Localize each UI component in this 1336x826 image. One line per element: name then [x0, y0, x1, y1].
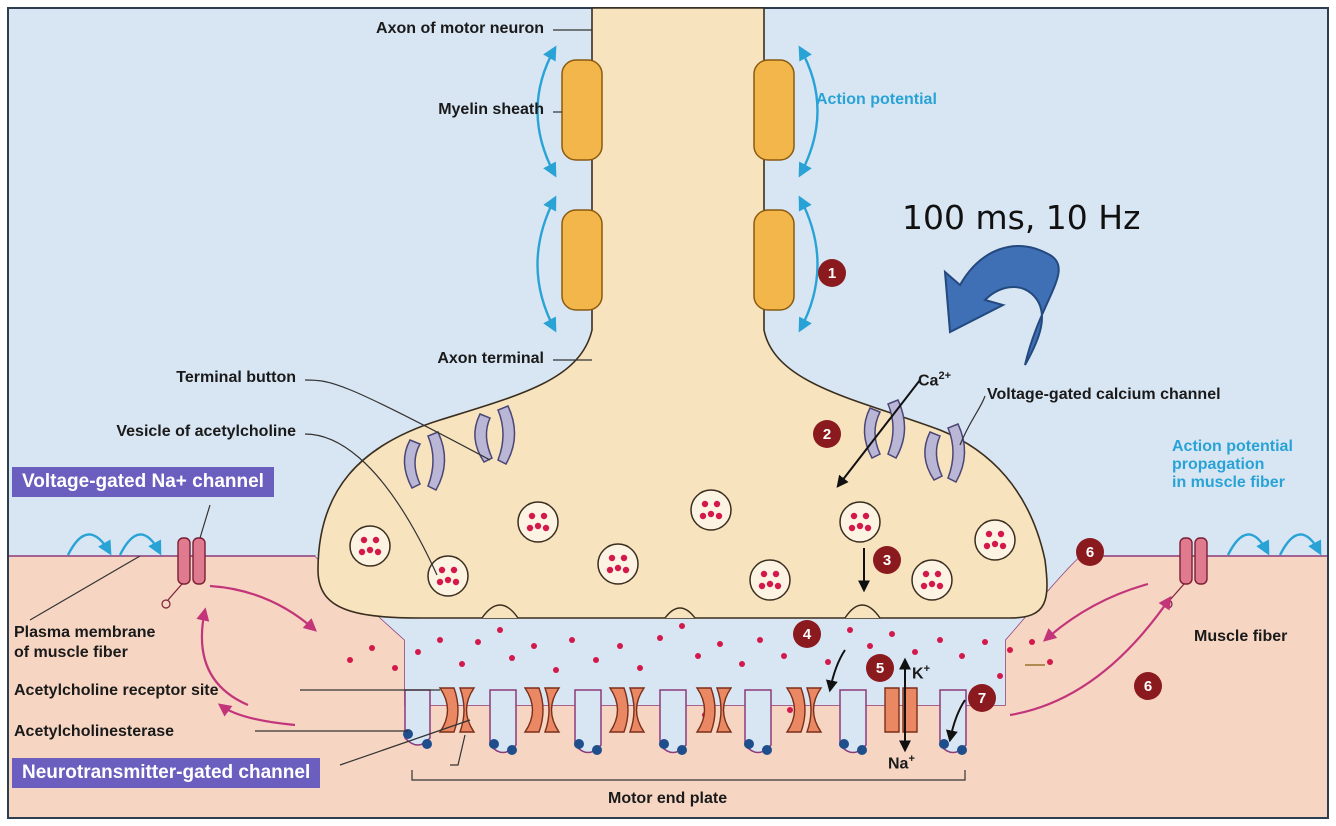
step-marker-6b: 6 [1134, 672, 1162, 700]
label-muscle-fiber: Muscle fiber [1194, 628, 1287, 646]
step-marker-4: 4 [793, 620, 821, 648]
step-marker-5: 5 [866, 654, 894, 682]
label-action-potential: Action potential [816, 91, 937, 109]
ca-text: Ca [918, 372, 938, 389]
na-text: Na [888, 755, 908, 772]
label-terminal-button: Terminal button [176, 369, 296, 387]
label-na: Na+ [888, 753, 915, 774]
label-acetylcholine-receptor-site: Acetylcholine receptor site [14, 682, 219, 700]
tag-voltage-gated-na-channel: Voltage-gated Na+ channel [12, 467, 274, 497]
na-charge: + [908, 753, 914, 765]
label-vesicle-of-acetylcholine: Vesicle of acetylcholine [116, 423, 296, 441]
label-acetylcholinesterase: Acetylcholinesterase [14, 723, 174, 741]
label-voltage-gated-calcium-channel: Voltage-gated calcium channel [987, 386, 1221, 404]
label-action-potential-propagation-1: Action potential [1172, 438, 1293, 456]
label-axon-of-motor-neuron: Axon of motor neuron [376, 20, 544, 38]
k-text: K [912, 665, 924, 682]
label-axon-terminal: Axon terminal [437, 350, 544, 368]
tag-neurotransmitter-gated-channel: Neurotransmitter-gated channel [12, 758, 320, 788]
label-myelin-sheath: Myelin sheath [438, 101, 544, 119]
step-marker-1: 1 [818, 259, 846, 287]
label-action-potential-propagation-3: in muscle fiber [1172, 474, 1285, 492]
label-ca2: Ca2+ [918, 370, 951, 391]
label-plasma-membrane-1: Plasma membrane [14, 624, 155, 642]
ca-charge: 2+ [938, 370, 951, 382]
label-action-potential-propagation-2: propagation [1172, 456, 1264, 474]
label-plasma-membrane-2: of muscle fiber [14, 644, 128, 662]
stimulus-annotation: 100 ms, 10 Hz [902, 198, 1140, 237]
label-motor-end-plate: Motor end plate [608, 790, 727, 808]
step-marker-2: 2 [813, 420, 841, 448]
step-marker-3: 3 [873, 546, 901, 574]
k-charge: + [924, 663, 930, 675]
label-k: K+ [912, 663, 930, 684]
step-marker-6a: 6 [1076, 538, 1104, 566]
step-marker-7: 7 [968, 684, 996, 712]
